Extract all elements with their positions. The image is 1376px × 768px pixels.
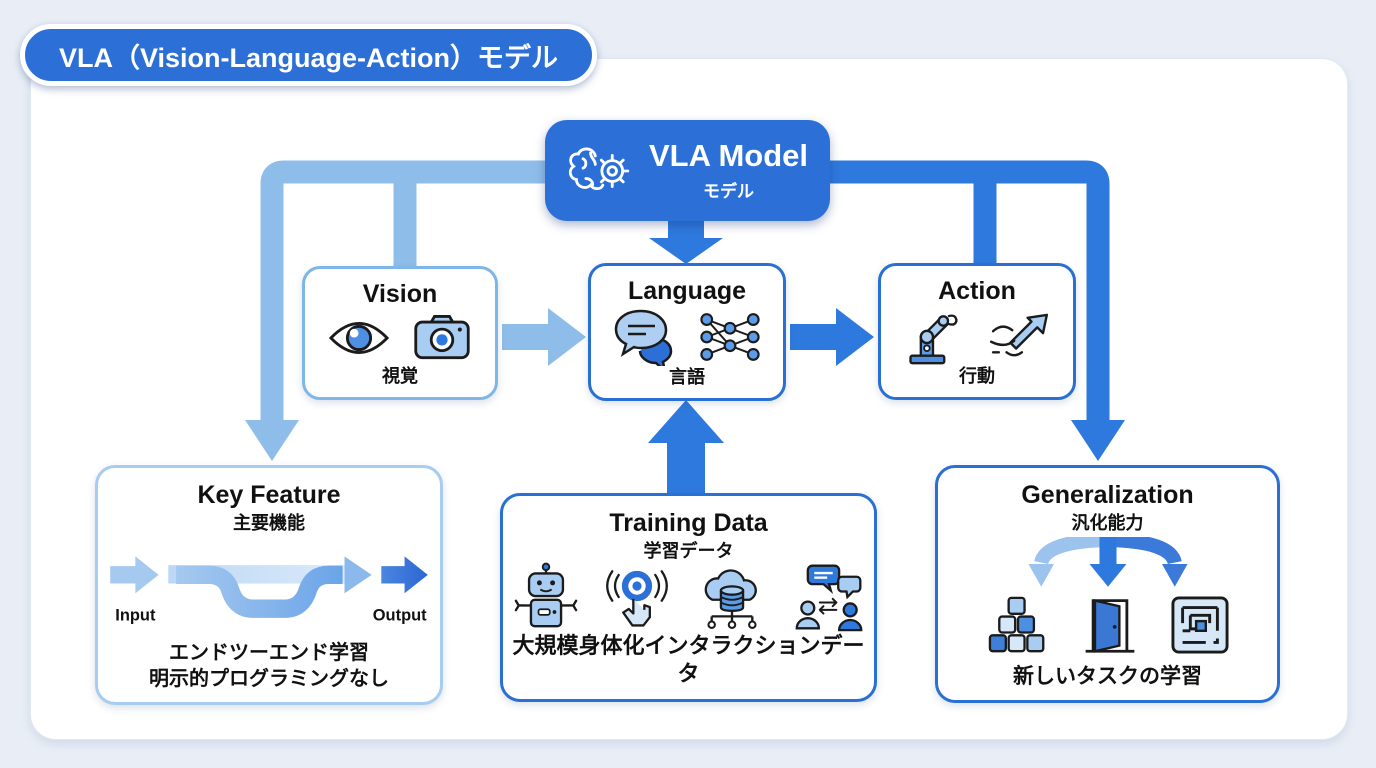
connector-vla-to-keyfeature xyxy=(260,160,545,424)
robot-arm-icon xyxy=(909,314,958,365)
action-box: Action 行動 xyxy=(878,263,1076,400)
branch-left xyxy=(1033,537,1108,566)
arrow-vla-to-language xyxy=(649,220,723,264)
training-data-title: Training Data xyxy=(609,509,768,537)
output-label: Output xyxy=(373,607,427,625)
action-subtitle: 行動 xyxy=(959,366,995,387)
generalization-title: Generalization xyxy=(1021,481,1194,509)
generalization-subtitle: 汎化能力 xyxy=(1071,512,1144,533)
chat-bubbles-icon xyxy=(614,309,673,366)
action-title: Action xyxy=(938,277,1016,305)
branch-left-arrowhead xyxy=(1027,564,1054,588)
language-title: Language xyxy=(627,277,747,305)
cloud-database-icon xyxy=(704,568,757,629)
vla-model-box: VLA Model モデル xyxy=(545,120,830,221)
arrowhead-keyfeature xyxy=(245,420,299,461)
generalization-box: Generalization 汎化能力 xyxy=(935,465,1280,703)
maze-icon xyxy=(1170,596,1229,654)
branch-right-arrowhead xyxy=(1161,564,1188,588)
key-feature-caption-line1: エンドツーエンド学習 xyxy=(169,642,369,664)
branch-right xyxy=(1107,537,1182,566)
motion-arrow-icon xyxy=(989,314,1049,357)
arrow-vision-to-language xyxy=(502,308,586,366)
pipeline-pipe xyxy=(176,565,343,619)
vla-model-title: VLA Model xyxy=(648,137,808,173)
end-to-end-pipeline-graphic: Input Output xyxy=(110,556,428,625)
language-box: Language xyxy=(588,263,786,401)
neural-network-icon xyxy=(700,313,760,361)
key-feature-title: Key Feature xyxy=(197,481,341,509)
input-arrow xyxy=(110,556,159,594)
key-feature-box: Key Feature 主要機能 Input Output xyxy=(95,465,443,705)
branching-arrows-graphic xyxy=(1027,537,1188,588)
pipeline-arrowhead xyxy=(344,556,372,594)
arrowhead-generalization xyxy=(1071,420,1125,461)
key-feature-caption-line2: 明示的プログラミングなし xyxy=(149,668,389,690)
generalization-caption: 新しいタスクの学習 xyxy=(1013,664,1202,688)
branch-center xyxy=(1098,537,1117,566)
blocks-icon xyxy=(988,596,1044,653)
arrow-language-to-action xyxy=(790,308,874,366)
output-arrow xyxy=(381,556,428,594)
language-subtitle: 言語 xyxy=(669,367,705,388)
training-data-subtitle: 学習データ xyxy=(643,540,734,561)
door-icon xyxy=(1085,598,1134,653)
vision-subtitle: 視覚 xyxy=(382,366,418,387)
vision-box: Vision 視覚 xyxy=(302,266,498,400)
connector-vla-to-generalization xyxy=(830,160,1110,424)
people-chat-icon xyxy=(795,564,862,631)
touch-press-icon xyxy=(605,569,668,627)
robot-icon xyxy=(514,562,577,627)
diagram-title-pill: VLA（Vision-Language-Action）モデル xyxy=(20,24,598,86)
vision-title: Vision xyxy=(362,280,438,308)
input-label: Input xyxy=(115,607,156,625)
eye-icon xyxy=(328,322,390,354)
key-feature-subtitle: 主要機能 xyxy=(233,512,305,533)
training-data-box: Training Data 学習データ xyxy=(500,493,877,702)
brain-gear-icon xyxy=(568,147,630,190)
arrow-training-to-language xyxy=(648,400,724,493)
vla-model-subtitle: モデル xyxy=(702,182,754,202)
diagram-title-text: VLA（Vision-Language-Action）モデル xyxy=(59,42,559,73)
camera-icon xyxy=(414,314,470,359)
branch-center-arrowhead xyxy=(1089,564,1126,588)
training-data-caption: 大規模身体化インタラクションデータ xyxy=(512,632,865,687)
